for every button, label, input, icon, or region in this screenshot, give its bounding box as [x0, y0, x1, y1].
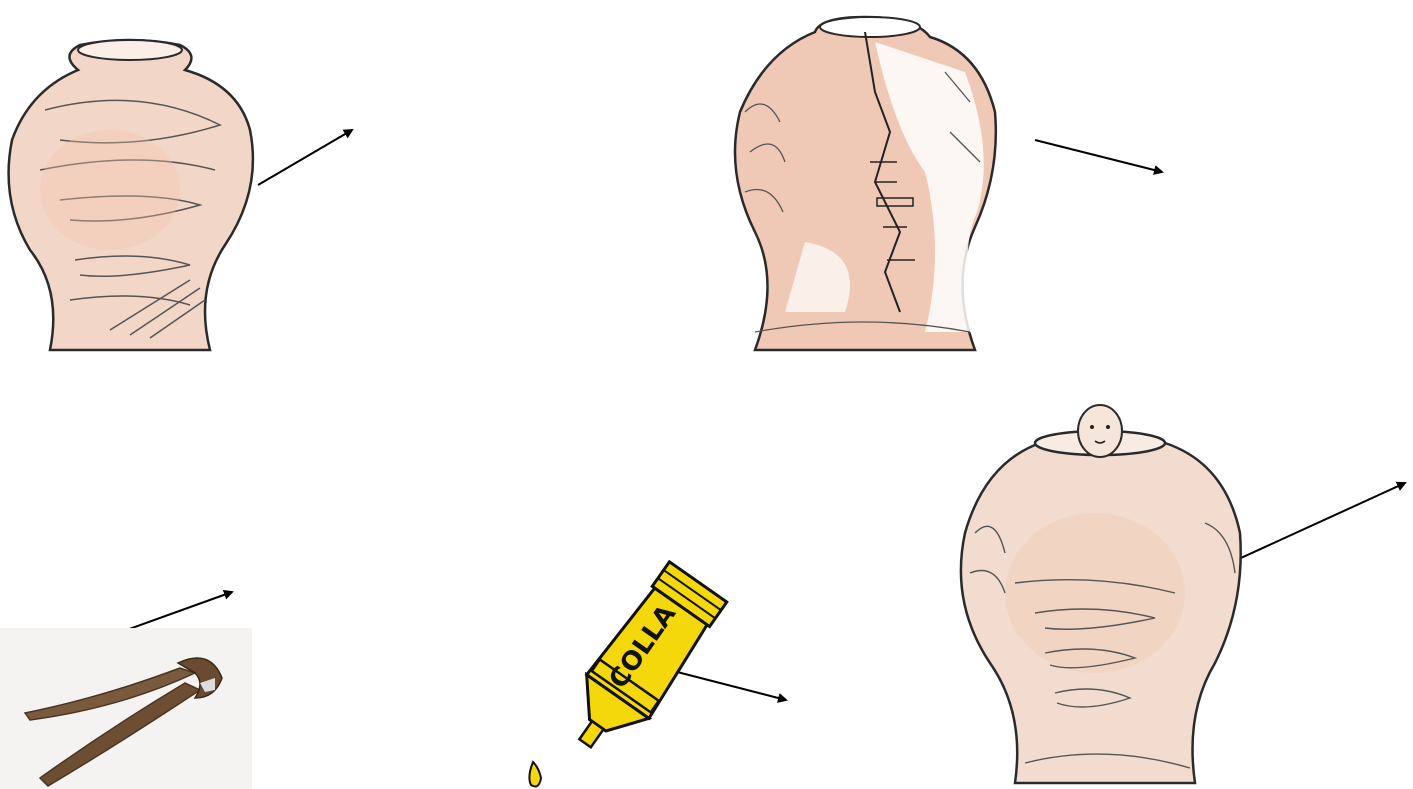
arrow-2: [1035, 140, 1162, 172]
pincers-icon: [0, 628, 252, 789]
arrow-1: [258, 130, 352, 185]
jar-intact-panel: [0, 30, 262, 352]
cracked-jar-sketch-icon: [725, 12, 1000, 352]
jar-cracked-panel: [725, 12, 1000, 352]
jar-with-head-panel: [945, 403, 1260, 789]
glue-panel: COLLA: [525, 552, 740, 789]
pliers-panel: [0, 628, 252, 789]
jar-sketch-icon: [0, 30, 262, 352]
glue-tube-icon: COLLA: [525, 552, 740, 789]
jar-with-head-sketch-icon: [945, 403, 1260, 789]
